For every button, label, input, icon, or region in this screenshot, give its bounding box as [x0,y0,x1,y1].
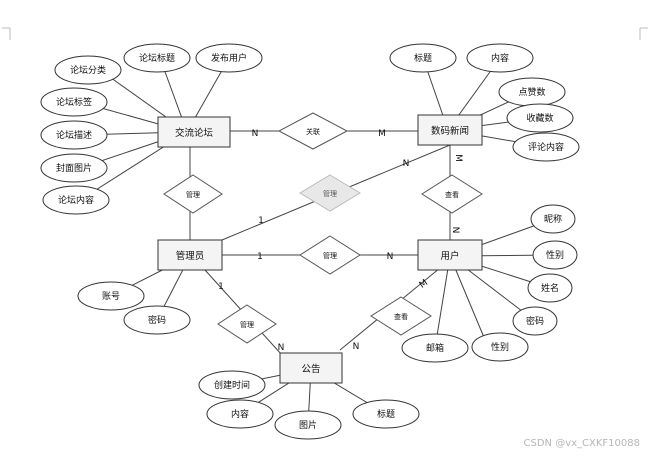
svg-text:性别: 性别 [546,249,564,261]
attr-news-content: 内容 [466,43,534,73]
relation-admin-notice: 管理 [217,304,277,344]
svg-text:查看: 查看 [445,190,459,199]
svg-text:N: N [278,343,285,353]
svg-text:管理: 管理 [323,189,337,198]
svg-text:内容: 内容 [491,52,509,64]
svg-text:1: 1 [257,252,263,262]
svg-text:性别: 性别 [491,341,509,353]
relation-admin-forum: 管理 [163,174,223,214]
attr-forum-category: 论坛分类 [54,55,122,85]
attr-notice-created: 创建时间 [198,370,266,400]
entity-label: 交流论坛 [175,127,214,139]
attr-user-email: 邮箱 [401,333,469,363]
attr-news-title: 标题 [389,43,457,73]
svg-text:1: 1 [258,216,264,226]
attr-user-gender: 性别 [532,240,578,270]
attr-news-favorites: 收藏数 [506,103,574,133]
attr-news-likes: 点赞数 [498,77,566,107]
svg-text:收藏数: 收藏数 [526,112,553,124]
entity-label: 用户 [440,250,459,262]
svg-text:发布用户: 发布用户 [211,52,247,64]
svg-text:1: 1 [218,282,224,292]
svg-text:N: N [252,129,259,139]
attr-admin-account: 账号 [77,281,145,311]
svg-text:封面图片: 封面图片 [56,162,92,174]
svg-text:评论内容: 评论内容 [528,141,564,153]
svg-text:论坛内容: 论坛内容 [58,194,94,206]
entity-user: 用户 [417,239,483,271]
svg-text:N: N [450,227,460,234]
svg-text:论坛标题: 论坛标题 [139,52,175,64]
entity-label: 管理员 [176,250,205,262]
svg-text:创建时间: 创建时间 [214,379,250,391]
svg-text:标题: 标题 [414,52,432,64]
attr-news-comment: 评论内容 [512,132,580,162]
attr-forum-cover: 封面图片 [40,153,108,183]
attr-notice-image: 图片 [274,410,342,440]
entity-label: 公告 [301,363,320,375]
svg-text:管理: 管理 [323,251,337,260]
svg-text:密码: 密码 [526,315,544,327]
attr-forum-publisher: 发布用户 [195,43,263,73]
svg-text:图片: 图片 [299,419,317,431]
relation-admin-news: 管理 [299,174,361,212]
svg-text:N: N [387,252,394,262]
relation-user-notice: 查看 [370,296,432,336]
svg-text:账号: 账号 [102,291,120,302]
svg-text:N: N [353,342,360,352]
watermark: CSDN @vx_CXKF10088 [523,438,640,449]
svg-text:论坛分类: 论坛分类 [70,64,106,76]
svg-text:姓名: 姓名 [541,282,559,294]
svg-text:关联: 关联 [306,127,320,136]
svg-text:N: N [403,159,410,169]
svg-text:论坛描述: 论坛描述 [56,129,92,141]
svg-text:管理: 管理 [186,190,200,199]
entity-label: 数码新闻 [431,125,469,137]
attr-forum-desc: 论坛描述 [40,120,108,150]
relation-admin-user: 管理 [299,235,361,275]
svg-text:M: M [418,278,430,291]
entity-forum: 交流论坛 [157,116,231,148]
svg-text:邮箱: 邮箱 [426,342,444,354]
svg-text:M: M [378,129,386,139]
svg-text:内容: 内容 [231,408,249,420]
attr-admin-password: 密码 [123,305,191,335]
page-corner-marks [2,27,648,40]
attr-user-gender-2: 性别 [471,332,529,362]
svg-text:论坛标签: 论坛标签 [56,96,92,108]
attr-forum-tag: 论坛标签 [40,87,108,117]
attr-forum-title: 论坛标题 [123,43,191,73]
svg-text:昵称: 昵称 [544,213,562,225]
entity-news: 数码新闻 [417,114,483,146]
attr-user-nickname: 昵称 [530,204,576,234]
attr-user-name: 姓名 [527,273,573,303]
relation-forum-news: 关联 [277,112,349,150]
entity-admin: 管理员 [157,239,223,271]
attr-user-password: 密码 [512,306,558,336]
cardinality-labels: N M 1 N 1 N M N 1 N N M [218,129,463,353]
relation-user-news: 查看 [421,174,483,214]
svg-text:管理: 管理 [240,320,254,329]
attr-notice-title: 标题 [352,399,420,429]
svg-text:查看: 查看 [394,312,408,321]
attr-forum-content: 论坛内容 [42,185,110,215]
svg-text:点赞数: 点赞数 [518,86,545,98]
svg-text:标题: 标题 [377,408,395,420]
svg-text:M: M [453,154,463,162]
attr-notice-content: 内容 [206,399,274,429]
entity-notice: 公告 [279,352,343,384]
svg-text:密码: 密码 [148,314,166,326]
